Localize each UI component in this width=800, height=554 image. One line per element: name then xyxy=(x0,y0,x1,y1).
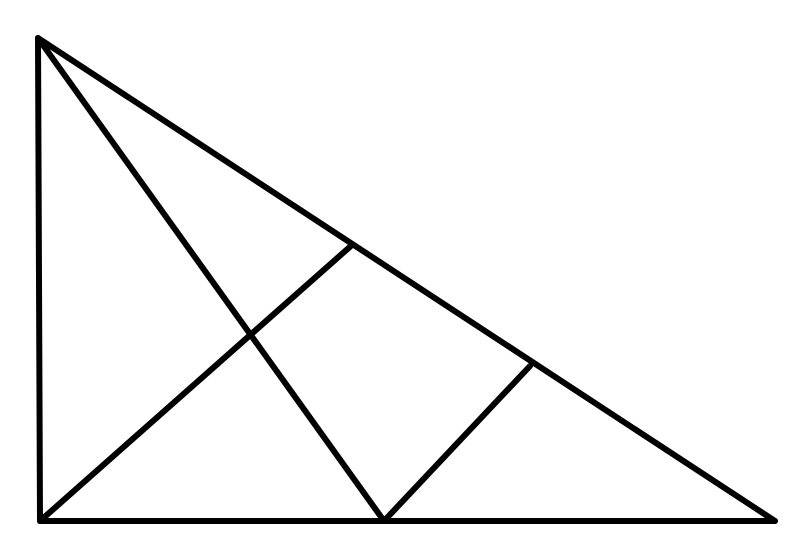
corner-to-hypotenuse-line xyxy=(37,242,355,524)
base-to-hypotenuse-line xyxy=(381,363,533,524)
triangle-lines xyxy=(35,35,778,524)
apex-to-base-line xyxy=(35,35,387,524)
hypotenuse-line xyxy=(35,35,778,524)
left-leg-line xyxy=(35,35,43,524)
